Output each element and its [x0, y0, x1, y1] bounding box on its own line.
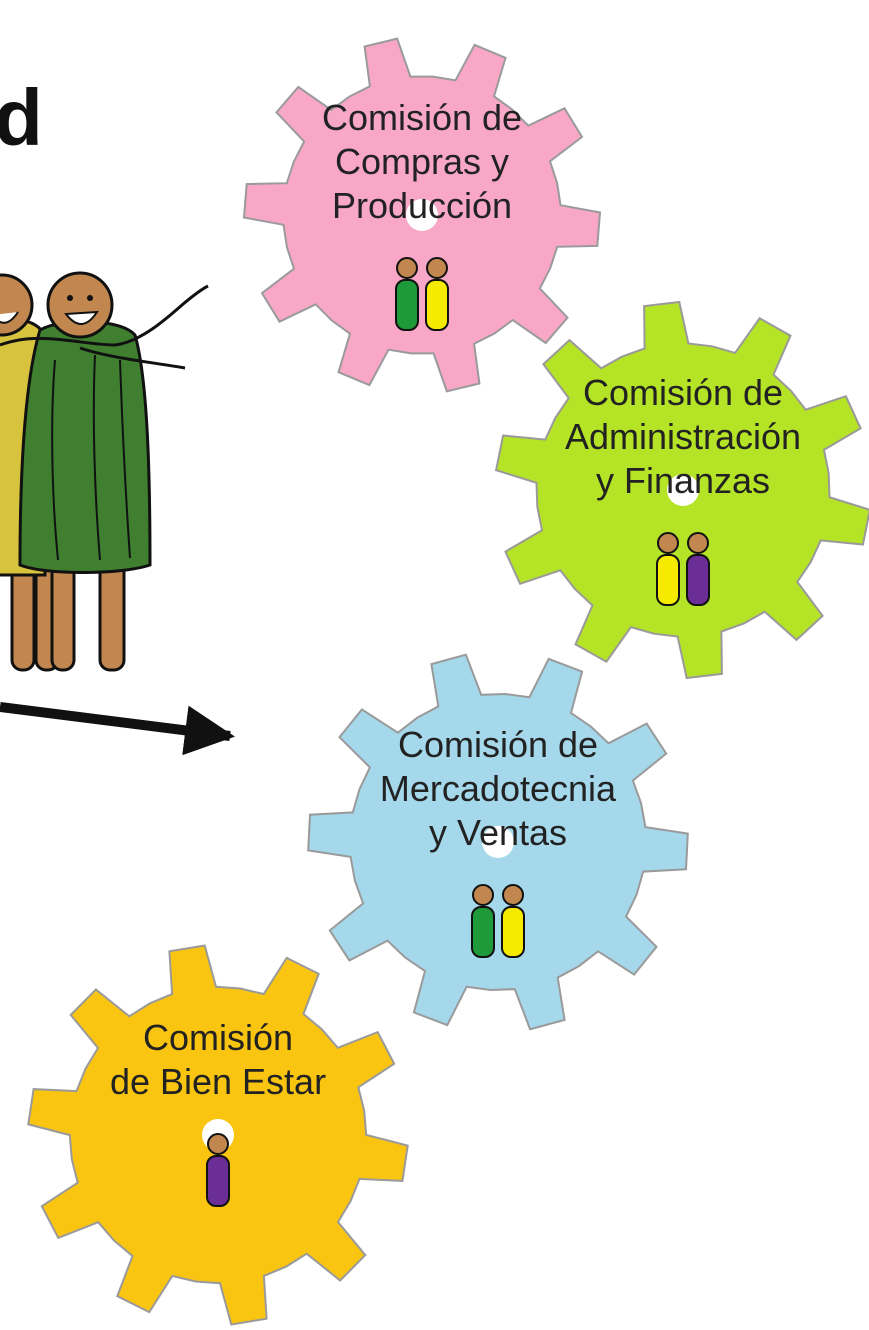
right-person-head	[46, 271, 114, 339]
member-body	[471, 906, 495, 958]
member-body	[686, 554, 710, 606]
heading-fragment: d	[0, 73, 43, 162]
gear-label-line: y Finanzas	[596, 460, 770, 501]
member-body	[395, 279, 419, 331]
gear-label-line: Administración	[565, 416, 801, 457]
right-person-leg	[98, 558, 126, 672]
member-head	[687, 532, 709, 554]
gear-label-line: Mercadotecnia	[380, 768, 617, 809]
gear-center-hole	[406, 199, 438, 231]
right-person-leg	[50, 558, 76, 672]
member-head	[396, 257, 418, 279]
member-head	[207, 1133, 229, 1155]
gear-label-line: Comisión de	[322, 97, 522, 138]
gear-label-line: Producción	[332, 185, 512, 226]
member-head	[472, 884, 494, 906]
flow-arrow	[0, 702, 235, 756]
gear-label-line: Comisión	[143, 1017, 293, 1058]
member-head	[426, 257, 448, 279]
member-body	[656, 554, 680, 606]
people-illustration	[0, 271, 209, 672]
gear-label-line: Compras y	[335, 141, 509, 182]
gear-label-line: Comisión de	[583, 372, 783, 413]
member-head	[657, 532, 679, 554]
gear-center-hole	[667, 474, 699, 506]
member-body	[206, 1155, 230, 1207]
waving-arm	[0, 284, 209, 347]
member-head	[502, 884, 524, 906]
gear-label-line: de Bien Estar	[110, 1061, 326, 1102]
gear-label-line: Comisión de	[398, 724, 598, 765]
member-body	[501, 906, 525, 958]
member-body	[425, 279, 449, 331]
gear-center-hole	[482, 826, 514, 858]
gear-label-line: y Ventas	[429, 812, 567, 853]
